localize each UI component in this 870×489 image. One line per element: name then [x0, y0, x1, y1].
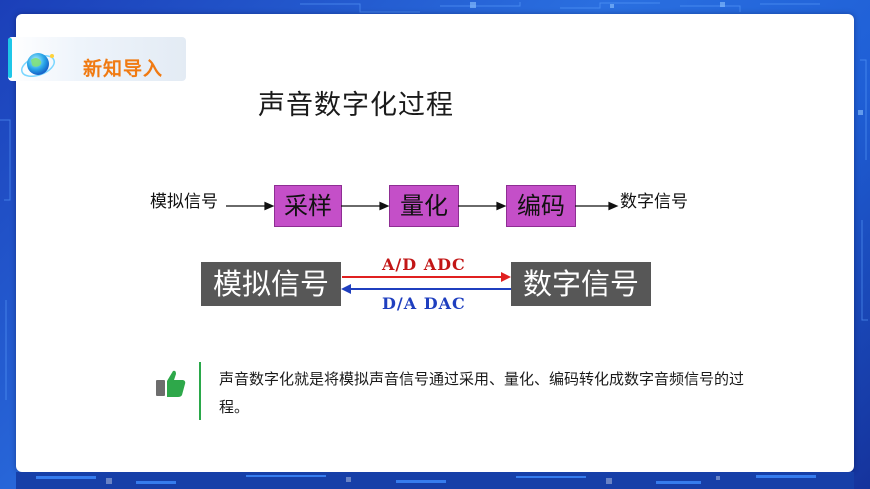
flow-input-label: 模拟信号	[150, 192, 218, 212]
section-tab-accent	[8, 38, 12, 78]
digital-signal-box: 数字信号	[511, 262, 651, 306]
ad-conversion-label: A/D ADC	[382, 255, 466, 274]
slide-card	[16, 14, 854, 472]
flow-step-quantization: 量化	[389, 185, 459, 227]
page-title: 声音数字化过程	[258, 90, 454, 121]
da-conversion-label: D/A DAC	[382, 294, 466, 313]
analog-signal-box: 模拟信号	[201, 262, 341, 306]
globe-icon	[20, 53, 56, 78]
note-divider	[199, 362, 201, 420]
note-text: 声音数字化就是将模拟声音信号通过采用、量化、编码转化成数字音频信号的过程。	[219, 370, 745, 416]
section-title: 新知导入	[83, 58, 164, 80]
bottom-decoration	[16, 472, 854, 489]
flow-step-sampling: 采样	[274, 185, 342, 227]
thumbs-up-icon	[156, 370, 186, 397]
flow-step-encoding: 编码	[506, 185, 576, 227]
flow-output-label: 数字信号	[620, 192, 688, 212]
